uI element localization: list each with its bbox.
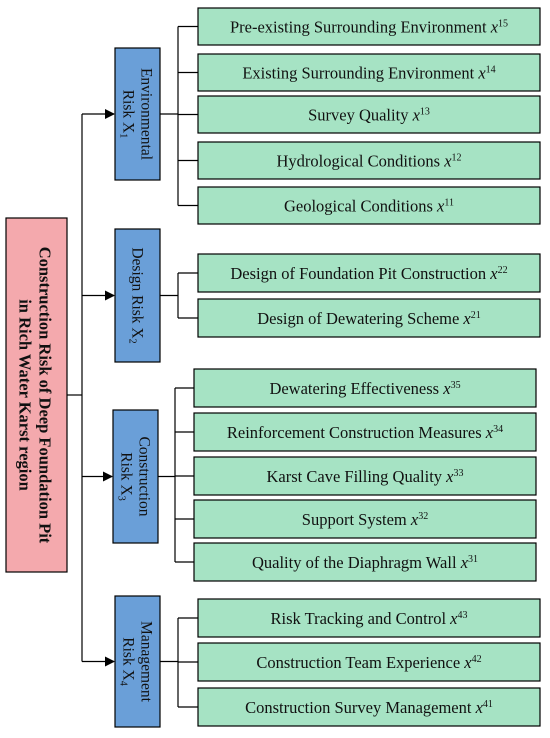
factor-label: Risk Tracking and Control x43 (270, 609, 467, 628)
factor-label: Pre-existing Surrounding Environment x15 (230, 18, 508, 37)
factor-box (197, 186, 541, 225)
factor-label: Quality of the Diaphragm Wall x31 (252, 553, 478, 572)
category-box (114, 228, 161, 363)
root-title: Construction Risk of Deep Foundation Pit… (16, 247, 55, 544)
root-node: Construction Risk of Deep Foundation Pit… (5, 217, 68, 573)
factor-box (197, 7, 541, 46)
factor-nodes: Pre-existing Surrounding Environment x15… (193, 7, 541, 727)
factor-label: Construction Survey Management x41 (245, 698, 493, 717)
factor-label: Geological Conditions x11 (284, 197, 454, 216)
factor-box (197, 298, 541, 338)
connector-lines (67, 25, 198, 708)
factor-label: Existing Surrounding Environment x14 (242, 64, 495, 83)
factor-label: Karst Cave Filling Quality x33 (267, 467, 464, 486)
factor-box (197, 642, 541, 682)
factor-label: Support System x32 (302, 510, 428, 529)
factor-box (193, 542, 537, 582)
factor-box (197, 95, 541, 134)
factor-label: Design of Foundation Pit Construction x2… (230, 264, 507, 283)
factor-box (193, 368, 537, 408)
category-box (112, 409, 159, 544)
factor-box (193, 412, 537, 452)
factor-box (197, 53, 541, 92)
factor-box (197, 141, 541, 180)
factor-label: Hydrological Conditions x12 (276, 152, 461, 171)
factor-label: Design of Dewatering Scheme x21 (257, 309, 481, 328)
root-box (5, 217, 68, 573)
factor-label: Construction Team Experience x42 (256, 653, 481, 672)
category-box (114, 47, 161, 181)
category-box (114, 595, 161, 728)
category-nodes: EnvironmentalRisk X1 Design Risk X2 Constr… (112, 47, 161, 728)
category-label: EnvironmentalRisk X1 (118, 68, 155, 160)
category-label: ManagementRisk X4 (118, 621, 155, 703)
factor-label: Dewatering Effectiveness x35 (269, 379, 460, 398)
factor-box (197, 687, 541, 727)
factor-label: Survey Quality x13 (308, 106, 430, 125)
factor-box (193, 499, 537, 539)
factor-label: Reinforcement Construction Measures x34 (227, 423, 503, 442)
category-label: Design Risk X2 (127, 247, 146, 343)
factor-box (197, 253, 541, 293)
factor-box (193, 456, 537, 496)
factor-box (197, 598, 541, 638)
category-label: ConstructionRisk X3 (116, 436, 153, 516)
